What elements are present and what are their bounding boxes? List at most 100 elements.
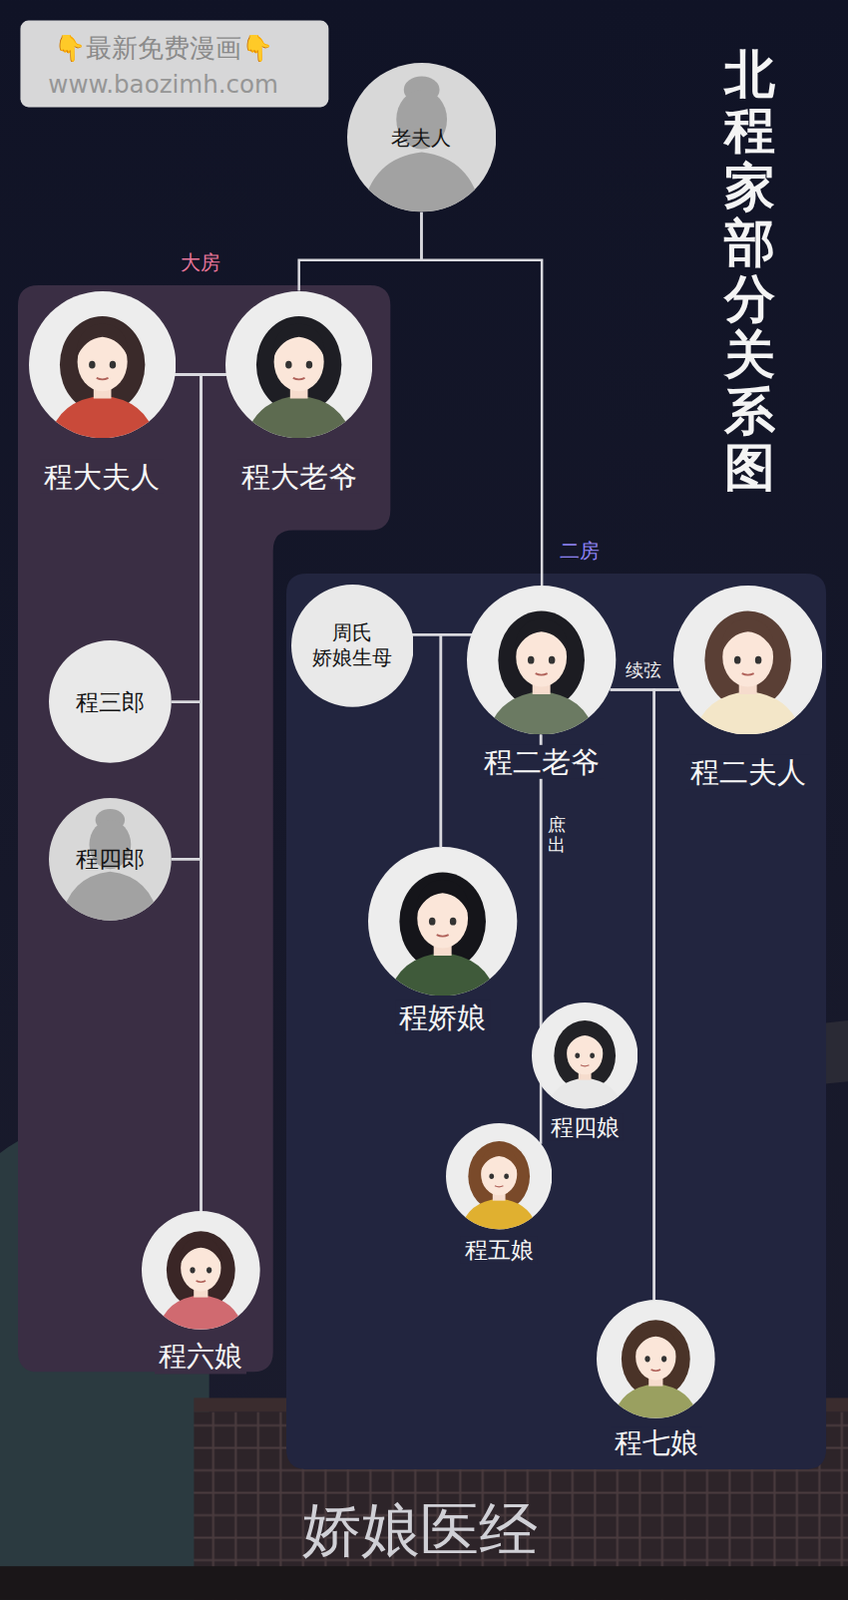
eye (503, 1174, 509, 1181)
eye (755, 656, 763, 665)
hair-top (634, 1325, 678, 1354)
watermark-box (19, 20, 329, 108)
hair-top (514, 618, 569, 655)
portrait-circle (28, 291, 176, 438)
portrait-ground (368, 847, 517, 996)
person-circle: 程四娘 (531, 1002, 638, 1109)
person-name: 程娇娘 (395, 1000, 490, 1035)
mouth (651, 1369, 661, 1371)
watermark-text: www.baozimh.com (47, 69, 279, 99)
hair-top (75, 323, 129, 359)
eye (548, 656, 556, 665)
person-circle: 程二夫人 (673, 585, 823, 735)
circle-text: 周氏 娇娘生母 (305, 621, 400, 671)
logo-text: 娇娘医经 (302, 1495, 538, 1567)
eye (645, 1355, 651, 1362)
circle-text: 程四郎 (75, 846, 145, 873)
portrait-circle (673, 585, 823, 735)
person-name: 程二夫人 (686, 755, 811, 790)
relation-label: 庶出 (547, 814, 566, 854)
person-circle: 程七娘 (596, 1299, 716, 1419)
portrait-ground (673, 585, 823, 735)
mouth (196, 1280, 206, 1282)
relation-label: 续弦 (625, 659, 662, 682)
family-line (299, 212, 423, 292)
person-circle: 周氏 娇娘生母 (291, 584, 415, 708)
ground (0, 1566, 848, 1600)
portrait-ground (225, 291, 373, 438)
hair-top (416, 879, 470, 916)
person-name: 程大老爷 (237, 458, 362, 493)
person-circle: 老夫人 (347, 62, 496, 212)
clothing (48, 395, 155, 438)
silhouette-ground (347, 62, 496, 212)
mouth (436, 934, 449, 936)
person-circle: 程六娘 (141, 1211, 261, 1330)
portrait-ground (28, 291, 176, 438)
eye (88, 360, 95, 369)
group-heading: 大房 (180, 250, 221, 276)
person-circle: 程三郎 (48, 640, 172, 764)
portrait-circle (368, 847, 517, 996)
clothing (158, 1294, 244, 1329)
portrait-circle (596, 1299, 716, 1419)
clothing (487, 691, 596, 735)
mouth (494, 1186, 504, 1188)
person-name: 程七娘 (610, 1427, 703, 1461)
person-name: 程二老爷 (479, 745, 604, 780)
clothing (694, 691, 803, 735)
mouth (535, 673, 548, 675)
eye (589, 1053, 595, 1060)
eye (306, 360, 313, 369)
hair-top (565, 1026, 604, 1053)
clothing (460, 1199, 538, 1231)
eye (488, 1174, 494, 1181)
mouth (95, 377, 108, 379)
clothing (246, 395, 353, 438)
person-circle: 程大老爷 (225, 291, 373, 438)
silhouette-ground (48, 798, 172, 921)
hair-top (479, 1147, 518, 1174)
person-name: 程大夫人 (39, 458, 164, 493)
eye (734, 656, 742, 665)
family-line (421, 212, 542, 586)
silhouette-body (60, 871, 159, 921)
portrait-ground (141, 1211, 261, 1330)
portrait-ground (445, 1123, 552, 1230)
circle-text: 老夫人 (391, 125, 451, 151)
portrait-circle (445, 1123, 552, 1230)
mouth (293, 377, 306, 379)
person-circle: 程四郎 (48, 798, 172, 921)
mouth (742, 673, 755, 675)
eye (428, 917, 436, 926)
portrait-circle (225, 291, 373, 438)
person-circle: 程五娘 (445, 1123, 552, 1230)
silhouette-body (362, 152, 481, 213)
eye (661, 1355, 667, 1362)
portrait-circle (466, 585, 616, 735)
diagram-title: 北程家部分关系图 (724, 45, 776, 495)
person-circle: 程娇娘 (368, 847, 517, 996)
portrait-circle (531, 1002, 638, 1109)
eye (527, 656, 535, 665)
mouth (580, 1065, 590, 1067)
hair-top (272, 323, 326, 359)
eye (285, 360, 292, 369)
hair-top (179, 1237, 223, 1266)
clothing (546, 1078, 624, 1110)
plain-circle (291, 584, 415, 708)
hair-top (721, 618, 776, 655)
clothing (389, 952, 497, 996)
eye (108, 360, 115, 369)
circle-text: 程三郎 (75, 688, 145, 716)
portrait-ground (531, 1002, 638, 1109)
band-fill (286, 573, 827, 1470)
portrait-ground (596, 1299, 716, 1419)
person-circle: 程大夫人 (28, 291, 176, 438)
eye (190, 1267, 196, 1273)
group-heading: 二房 (559, 538, 600, 564)
eye (206, 1267, 212, 1273)
eye (574, 1053, 580, 1060)
